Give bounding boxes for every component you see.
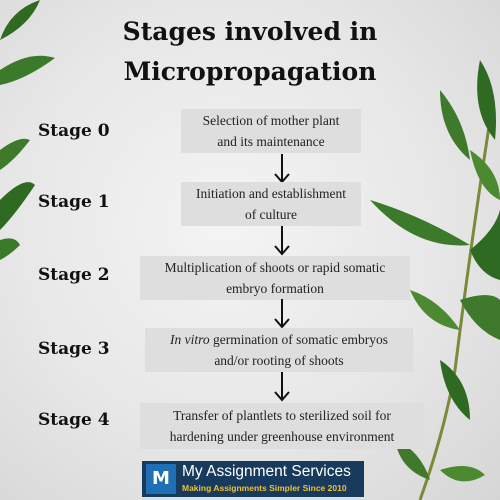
stage-3-italic: In vitro xyxy=(169,332,210,347)
down-arrow-icon xyxy=(274,299,290,329)
stage-3-line-1: In vitro germination of somatic embryos xyxy=(170,329,388,350)
stage-3-label: Stage 3 xyxy=(38,339,110,359)
stage-3-box: In vitro germination of somatic embryos … xyxy=(145,328,413,372)
brand-tagline: Making Assignments Simpler Since 2010 xyxy=(182,483,347,493)
stage-2-label: Stage 2 xyxy=(38,265,110,285)
stage-4-box: Transfer of plantlets to sterilized soil… xyxy=(140,403,424,449)
stage-0-line-2: and its maintenance xyxy=(217,134,325,149)
stage-2-line-1: Multiplication of shoots or rapid somati… xyxy=(164,260,386,275)
down-arrow-icon xyxy=(274,154,290,184)
stage-0-label: Stage 0 xyxy=(38,121,110,141)
stage-2-box: Multiplication of shoots or rapid somati… xyxy=(140,256,410,300)
title-line-2: Micropropagation xyxy=(123,57,377,86)
stage-4-line-1: Transfer of plantlets to sterilized soil… xyxy=(173,408,391,423)
brand-footer: M My Assignment Services Making Assignme… xyxy=(142,461,364,497)
stage-1-box: Initiation and establishment of culture xyxy=(181,182,361,226)
down-arrow-icon xyxy=(274,372,290,402)
stage-0-box: Selection of mother plant and its mainte… xyxy=(181,109,361,153)
stage-1-line-1: Initiation and establishment xyxy=(196,186,346,201)
brand-logo-icon: M xyxy=(146,464,176,494)
stage-3-line-2: and/or rooting of shoots xyxy=(214,353,344,368)
stage-4-label: Stage 4 xyxy=(38,410,110,430)
title-line-1: Stages involved in xyxy=(122,17,378,46)
stage-3-line-1-rest: germination of somatic embryos xyxy=(209,332,389,347)
stage-2-line-2: embryo formation xyxy=(226,281,324,296)
down-arrow-icon xyxy=(274,226,290,256)
brand-name: My Assignment Services xyxy=(182,463,351,480)
stage-1-label: Stage 1 xyxy=(38,192,110,212)
stage-0-line-1: Selection of mother plant xyxy=(202,113,340,128)
stage-4-line-2: hardening under greenhouse environment xyxy=(169,429,395,444)
stage-1-line-2: of culture xyxy=(244,207,298,222)
